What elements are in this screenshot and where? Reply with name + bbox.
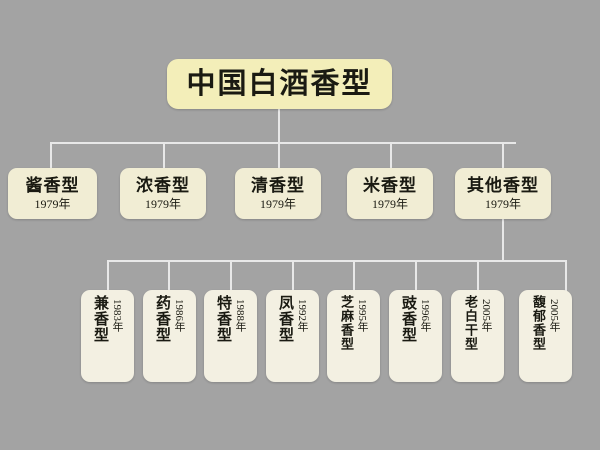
connector-drop-level2-1 (50, 142, 52, 169)
level3-node-fengxiangxing[interactable]: 凤香型 1992年 (266, 290, 319, 382)
level3-node-year: 1995年 (356, 299, 368, 332)
level3-node-year: 2005年 (480, 299, 492, 332)
level3-node-name: 兼香型 (92, 295, 109, 343)
level2-node-year: 1979年 (34, 197, 71, 212)
connector-drop-level3-3 (230, 260, 232, 291)
level3-node-year: 1992年 (296, 299, 308, 332)
level2-node-year: 1979年 (259, 197, 296, 212)
level3-node-zhimaxiangxing[interactable]: 芝麻香型 1995年 (327, 290, 380, 382)
level2-node-mixiangxing[interactable]: 米香型 1979年 (347, 168, 433, 219)
connector-drop-level3-7 (477, 260, 479, 291)
root-node-label: 中国白酒香型 (186, 67, 373, 100)
level3-node-laobaiganxing[interactable]: 老白干型 2005年 (451, 290, 504, 382)
level3-node-jianxiangxing[interactable]: 兼香型 1983年 (81, 290, 134, 382)
level2-node-nongxiangxing[interactable]: 浓香型 1979年 (120, 168, 206, 219)
level2-node-name: 浓香型 (136, 175, 190, 195)
level3-node-texiangxing[interactable]: 特香型 1988年 (204, 290, 257, 382)
connector-root-stem (278, 109, 280, 143)
level3-node-name: 豉香型 (400, 295, 417, 343)
level3-node-name: 馥郁香型 (531, 295, 546, 351)
level2-node-name: 酱香型 (25, 175, 80, 195)
level2-node-qingxiangxing[interactable]: 清香型 1979年 (235, 168, 321, 219)
connector-drop-level3-1 (107, 260, 109, 291)
level3-node-fuyuxiangxing[interactable]: 馥郁香型 2005年 (519, 290, 572, 382)
level3-node-year: 1986年 (173, 299, 185, 332)
level3-node-name: 药香型 (154, 295, 171, 343)
level3-node-name: 凤香型 (277, 295, 294, 343)
level2-node-name: 其他香型 (467, 175, 539, 195)
connector-other-stem (502, 219, 504, 261)
level2-node-year: 1979年 (484, 197, 521, 212)
level2-node-name: 清香型 (251, 175, 305, 195)
level2-node-jiangxiangxing[interactable]: 酱香型 1979年 (8, 168, 97, 219)
level2-node-year: 1979年 (144, 197, 181, 212)
connector-drop-level3-6 (415, 260, 417, 291)
level3-node-year: 1988年 (234, 299, 246, 332)
connector-drop-level2-2 (163, 142, 165, 169)
level3-node-yaoxiangxing[interactable]: 药香型 1986年 (143, 290, 196, 382)
level3-node-name: 老白干型 (463, 295, 478, 351)
level3-node-name: 特香型 (215, 295, 232, 343)
level2-node-year: 1979年 (371, 197, 408, 212)
level3-node-chixiangxing[interactable]: 豉香型 1996年 (389, 290, 442, 382)
level3-node-year: 2005年 (548, 299, 560, 332)
connector-drop-level3-4 (292, 260, 294, 291)
level3-node-year: 1983年 (111, 299, 123, 332)
level2-node-name: 米香型 (363, 175, 417, 195)
level3-node-name: 芝麻香型 (339, 295, 354, 351)
root-node[interactable]: 中国白酒香型 (167, 59, 392, 109)
connector-level3-bus (107, 260, 567, 262)
connector-drop-level3-8 (565, 260, 567, 291)
connector-drop-level2-4 (390, 142, 392, 169)
connector-drop-level2-3 (278, 142, 280, 169)
level2-node-qitaxiangxing[interactable]: 其他香型 1979年 (455, 168, 551, 219)
connector-drop-level2-5 (502, 142, 504, 169)
level3-node-year: 1996年 (419, 299, 431, 332)
connector-drop-level3-2 (168, 260, 170, 291)
connector-level2-bus (50, 142, 516, 144)
connector-drop-level3-5 (353, 260, 355, 291)
